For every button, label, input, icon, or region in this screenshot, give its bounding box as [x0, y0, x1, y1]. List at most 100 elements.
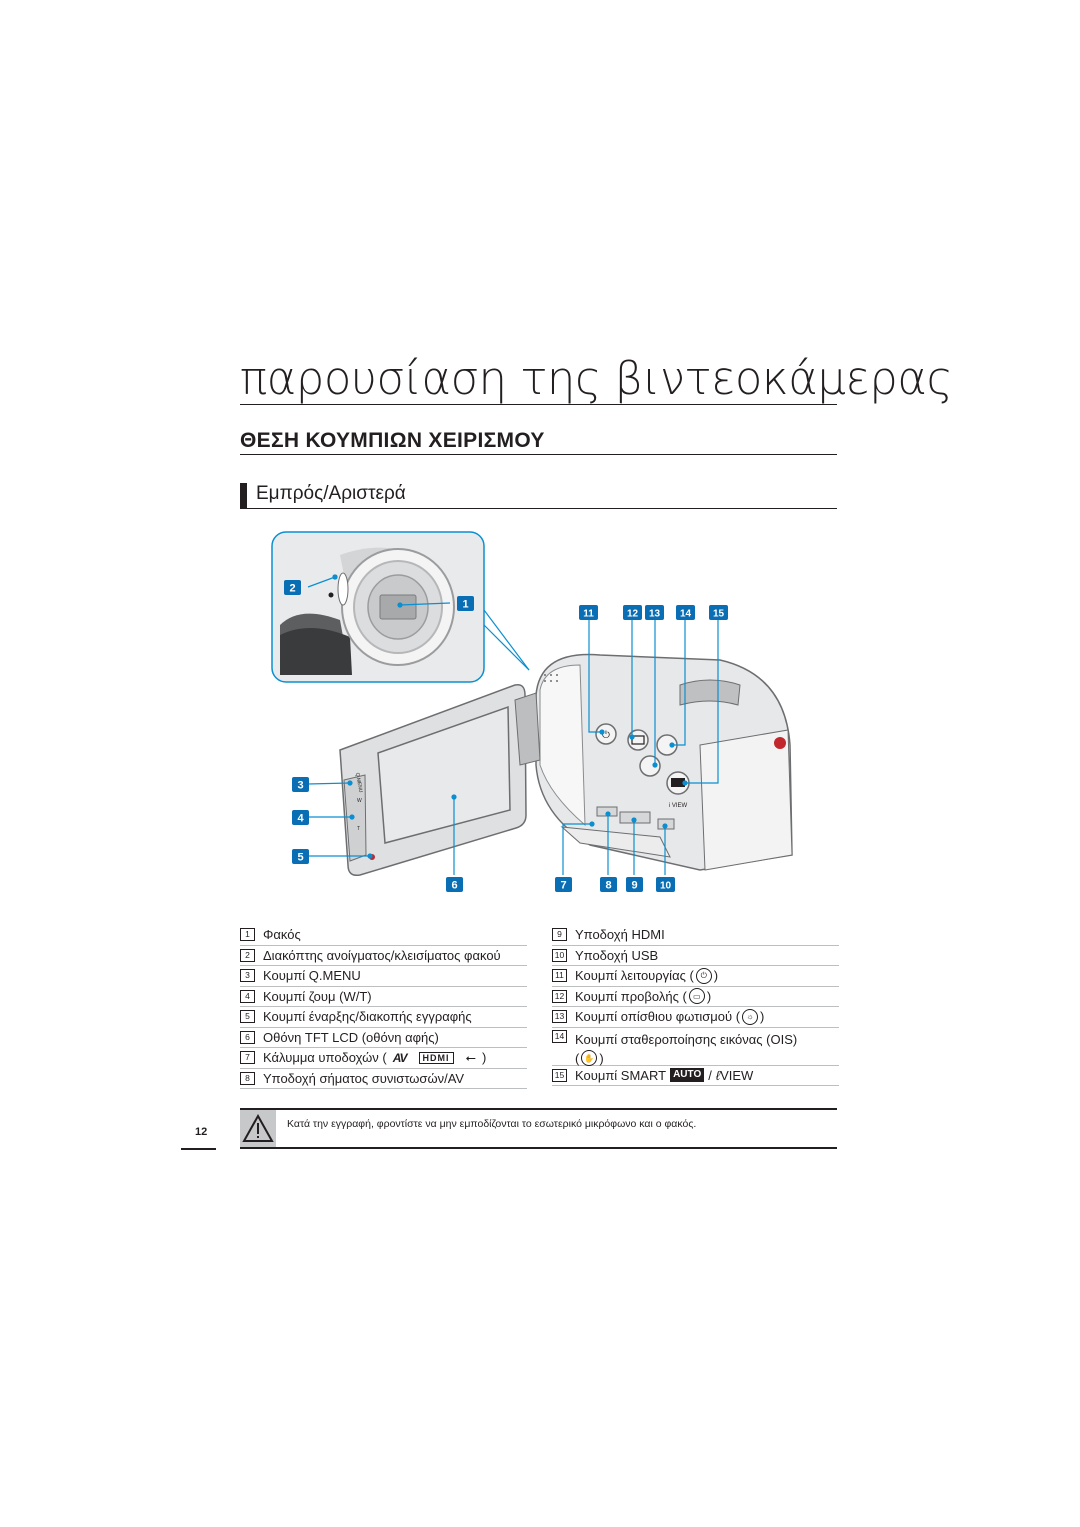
svg-text:W: W: [357, 798, 362, 804]
item-label: Κουμπί ζουμ (W/T): [263, 988, 372, 1004]
item-number: 4: [240, 989, 255, 1003]
svg-text:11: 11: [583, 609, 594, 620]
item-label: Υποδοχή USB: [575, 947, 659, 963]
callout-10: 10: [656, 877, 675, 892]
legend-item: 12 Κουμπί προβολής ( ▭ ): [552, 987, 839, 1007]
legend-item: 14 Κουμπί σταθεροποίησης εικόνας (OIS) (…: [552, 1028, 839, 1066]
item-label: Κουμπί οπίσθιου φωτισμού (: [575, 1009, 741, 1025]
legend-left: 1 Φακός 2 Διακόπτης ανοίγματος/κλεισίματ…: [240, 925, 527, 1089]
item-label-suffix: ): [713, 968, 719, 984]
item-label: Κάλυμμα υποδοχών (: [263, 1050, 387, 1066]
smart-auto-badge: AUTO: [670, 1068, 705, 1083]
power-button-icon: ⏻: [695, 967, 712, 984]
caution-divider-bottom: [240, 1147, 837, 1149]
legend-item: 7 Κάλυμμα υποδοχών ( AV HDMI ⭠ ): [240, 1048, 527, 1069]
legend-item: 9 Υποδοχή HDMI: [552, 925, 839, 946]
legend-item: 3 Κουμπί Q.MENU: [240, 966, 527, 987]
callout-13: 13: [645, 605, 664, 620]
svg-text:⏻: ⏻: [602, 730, 610, 741]
item-number: 13: [552, 1010, 567, 1024]
svg-text:3: 3: [297, 780, 303, 792]
svg-text:1: 1: [462, 599, 468, 611]
play-mode-icon: ▭: [688, 988, 705, 1005]
callout-11: 11: [579, 605, 598, 620]
legend-item: 11 Κουμπί λειτουργίας ( ⏻ ): [552, 966, 839, 987]
caution-divider-top: [240, 1108, 837, 1110]
callout-5: 5: [292, 849, 309, 864]
callout-7: 7: [555, 877, 572, 892]
item-number: 9: [552, 928, 567, 942]
callout-1: 1: [457, 596, 474, 611]
backlight-icon: ☼: [742, 1008, 759, 1025]
item-label-suffix: ): [481, 1050, 487, 1066]
section-divider: [240, 454, 837, 455]
item-number: 15: [552, 1068, 567, 1082]
ois-icon: ✋: [581, 1050, 598, 1066]
av-icon: AV: [392, 1050, 408, 1065]
sub-heading: Εμπρός/Αριστερά: [256, 483, 406, 504]
item-label: Κουμπί Q.MENU: [263, 968, 361, 984]
item-number: 7: [240, 1051, 255, 1065]
svg-text:T: T: [357, 826, 360, 832]
callout-2: 2: [284, 580, 301, 595]
item-label: Φακός: [263, 927, 301, 943]
lcd-panel: Q.MENU W T: [339, 683, 541, 877]
svg-text:10: 10: [660, 881, 672, 892]
sub-heading-divider: [240, 508, 837, 509]
item-label: Κουμπί λειτουργίας (: [575, 968, 694, 984]
svg-text:7: 7: [560, 880, 566, 892]
sub-heading-bar: [240, 483, 247, 508]
i-view-icon: ℓ: [715, 1067, 721, 1083]
item-number: 11: [552, 969, 567, 983]
chapter-title: παρουσίαση της βιντεοκάμερας: [240, 352, 953, 405]
callout-9: 9: [626, 877, 643, 892]
item-number: 3: [240, 969, 255, 983]
item-number: 1: [240, 928, 255, 942]
legend-right: 9 Υποδοχή HDMI 10 Υποδοχή USB 11 Κουμπί …: [552, 925, 839, 1086]
item-number: 14: [552, 1029, 567, 1043]
legend-item: 8 Υποδοχή σήματος συνιστωσών/AV: [240, 1069, 527, 1089]
item-number: 12: [552, 989, 567, 1003]
item-number: 6: [240, 1030, 255, 1044]
separator: /: [708, 1067, 712, 1083]
callout-8: 8: [600, 877, 617, 892]
caution-text: Κατά την εγγραφή, φροντίστε να μην εμποδ…: [287, 1118, 697, 1130]
svg-text:9: 9: [631, 880, 637, 892]
hdmi-icon: HDMI: [418, 1051, 454, 1064]
item-label: Οθόνη TFT LCD (οθόνη αφής): [263, 1029, 439, 1045]
callout-14: 14: [676, 605, 695, 620]
callout-6: 6: [446, 877, 463, 892]
svg-text:15: 15: [713, 609, 725, 620]
svg-text:4: 4: [297, 813, 304, 825]
item-number: 8: [240, 1071, 255, 1085]
svg-text:i VIEW: i VIEW: [669, 803, 688, 809]
legend-item: 13 Κουμπί οπίσθιου φωτισμού ( ☼ ): [552, 1007, 839, 1028]
item-label: Υποδοχή HDMI: [575, 927, 665, 943]
svg-text:6: 6: [451, 880, 457, 892]
camera-body: ⏻ i VIEW: [535, 653, 793, 871]
callout-12: 12: [623, 605, 642, 620]
item-label: Διακόπτης ανοίγματος/κλεισίματος φακού: [263, 947, 501, 963]
caution-icon-box: [240, 1110, 276, 1147]
item-label: Κουμπί SMART: [575, 1067, 667, 1083]
page-number: 12: [195, 1126, 208, 1138]
item-number: 10: [552, 948, 567, 962]
svg-text:12: 12: [627, 609, 639, 620]
item-label-suffix: ): [760, 1009, 765, 1025]
item-label: Υποδοχή σήματος συνιστωσών/AV: [263, 1070, 465, 1086]
item-label-suffix: ): [599, 1050, 604, 1066]
svg-text:Q.MENU: Q.MENU: [354, 772, 363, 793]
item-label-suffix: VIEW: [720, 1067, 754, 1083]
legend-item: 4 Κουμπί ζουμ (W/T): [240, 987, 527, 1007]
section-heading: ΘΕΣΗ ΚΟΥΜΠΙΩΝ ΧΕΙΡΙΣΜΟΥ: [240, 429, 545, 452]
page-number-divider: [181, 1148, 216, 1150]
item-label: Κουμπί σταθεροποίησης εικόνας (OIS): [575, 1031, 798, 1047]
svg-text:8: 8: [605, 880, 611, 892]
legend-item: 2 Διακόπτης ανοίγματος/κλεισίματος φακού: [240, 946, 527, 966]
item-label: Κουμπί έναρξης/διακοπής εγγραφής: [263, 1009, 472, 1025]
svg-text:13: 13: [649, 609, 661, 620]
callout-3: 3: [292, 777, 309, 792]
legend-item: 10 Υποδοχή USB: [552, 946, 839, 966]
callout-15: 15: [709, 605, 728, 620]
svg-text:2: 2: [289, 583, 295, 595]
